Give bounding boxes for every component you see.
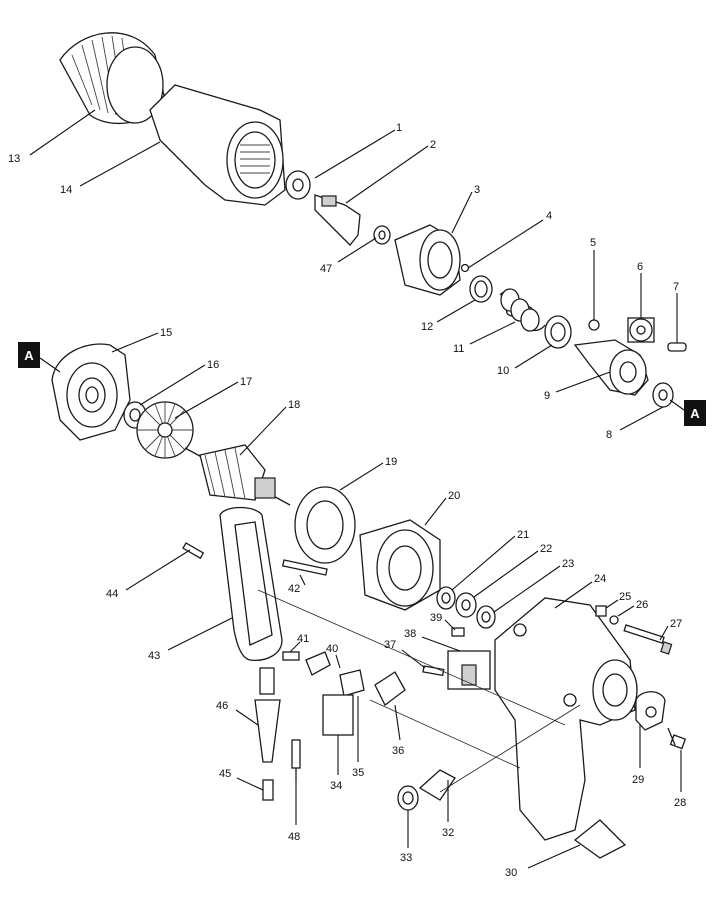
part-43-handle-cover	[219, 506, 283, 661]
label-28: 28	[674, 797, 686, 809]
label-7: 7	[673, 281, 679, 293]
label-8: 8	[606, 429, 612, 441]
part-13-nose-cap	[59, 32, 166, 125]
part-40-link	[305, 651, 365, 697]
part-9-shaft-assembly	[573, 339, 649, 396]
label-3: 3	[474, 184, 480, 196]
part-39-pin	[451, 627, 465, 637]
part-46-cord-guard	[254, 667, 281, 763]
part-10-washer	[544, 315, 572, 349]
label-14: 14	[60, 184, 72, 196]
label-32: 32	[442, 827, 454, 839]
label-44: 44	[106, 588, 118, 600]
part-36-capacitor	[374, 671, 406, 706]
part-27-screw	[623, 624, 673, 655]
part-labels: 1 2 3 4 5 6 7 8 9 10 11 12 13 14 15 16 1	[8, 109, 686, 879]
part-17-fan	[136, 401, 194, 459]
label-26: 26	[636, 599, 648, 611]
part-48-connector	[291, 739, 301, 782]
part-34-block	[322, 694, 354, 736]
svg-text:A: A	[24, 348, 34, 363]
part-24-motor-housing	[494, 597, 638, 841]
part-23-washer	[476, 605, 496, 629]
label-4: 4	[546, 210, 552, 222]
ref-marker-a-right: A	[669, 399, 706, 426]
part-21-washer	[436, 586, 456, 610]
label-2: 2	[430, 139, 436, 151]
label-13: 13	[8, 153, 20, 165]
label-10: 10	[497, 365, 509, 377]
part-33-cap	[397, 785, 419, 811]
label-1: 1	[396, 122, 402, 134]
part-28-screw	[667, 727, 687, 750]
part-30-hook	[573, 819, 627, 859]
label-18: 18	[288, 399, 300, 411]
label-21: 21	[517, 529, 529, 541]
label-6: 6	[637, 261, 643, 273]
part-18-armature	[184, 444, 291, 506]
part-11-spring	[499, 288, 546, 332]
label-12: 12	[421, 321, 433, 333]
label-17: 17	[240, 376, 252, 388]
label-39: 39	[430, 612, 442, 624]
label-42: 42	[288, 583, 300, 595]
part-5-ball	[588, 319, 600, 331]
part-20-field	[359, 519, 441, 611]
part-42-screw	[281, 559, 328, 576]
part-14-gear-housing	[149, 84, 286, 206]
part-6-gear	[627, 317, 655, 343]
label-27: 27	[670, 618, 682, 630]
part-38-switch	[447, 650, 491, 690]
part-1-washer	[285, 170, 311, 200]
label-37: 37	[384, 639, 396, 651]
part-32-cord-clamp	[418, 769, 456, 801]
part-15-bearing-housing	[51, 343, 131, 441]
ref-marker-a-left: A	[18, 342, 61, 373]
label-5: 5	[590, 237, 596, 249]
label-38: 38	[404, 628, 416, 640]
part-2-spindle	[314, 194, 361, 246]
label-30: 30	[505, 867, 517, 879]
part-12-ring	[469, 275, 493, 303]
label-22: 22	[540, 543, 552, 555]
label-29: 29	[632, 774, 644, 786]
svg-text:A: A	[690, 406, 700, 421]
part-7-pin	[667, 342, 687, 352]
label-11: 11	[453, 343, 464, 355]
label-23: 23	[562, 558, 574, 570]
label-33: 33	[400, 852, 412, 864]
part-19-baffle-ring	[294, 486, 356, 564]
label-41: 41	[297, 633, 309, 645]
part-44-screw	[182, 542, 205, 560]
part-8-washer	[652, 382, 674, 408]
part-25-nut	[595, 605, 607, 617]
label-47: 47	[320, 263, 332, 275]
label-9: 9	[544, 390, 550, 402]
part-4-ball	[460, 263, 470, 273]
label-48: 48	[288, 831, 300, 843]
label-15: 15	[160, 327, 172, 339]
part-29-plate	[635, 691, 666, 731]
part-22-bearing	[455, 592, 477, 618]
part-47-washer	[373, 225, 391, 245]
label-40: 40	[326, 643, 338, 655]
label-20: 20	[448, 490, 460, 502]
label-43: 43	[148, 650, 160, 662]
label-24: 24	[594, 573, 606, 585]
part-3-gear	[394, 224, 461, 296]
label-45: 45	[219, 768, 231, 780]
part-26-washer	[609, 615, 619, 625]
label-35: 35	[352, 767, 364, 779]
label-36: 36	[392, 745, 404, 757]
part-41-screw	[282, 651, 300, 661]
label-16: 16	[207, 359, 219, 371]
part-45-sleeve	[262, 779, 274, 801]
label-25: 25	[619, 591, 631, 603]
label-46: 46	[216, 700, 228, 712]
label-19: 19	[385, 456, 397, 468]
label-34: 34	[330, 780, 342, 792]
